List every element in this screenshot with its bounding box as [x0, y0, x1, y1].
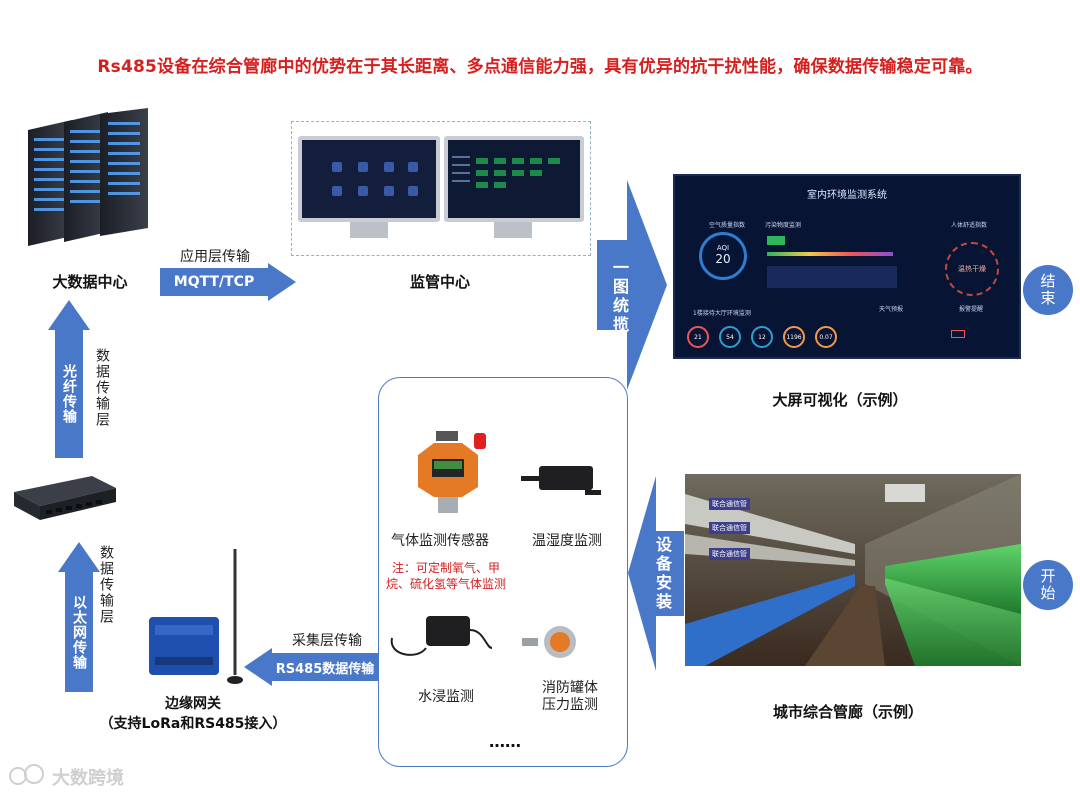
collect-layer-arrow: RS485数据传输: [244, 648, 378, 686]
dashboard-gauge-value: 54: [726, 333, 734, 341]
data-center-label: 大数据中心: [52, 273, 128, 291]
dashboard-gauge-1: 54: [719, 326, 741, 348]
fiber-arrow-label: 光纤传输: [61, 364, 77, 424]
dashboard-gauge-value: 12: [758, 333, 766, 341]
dashboard-alarm-button: [951, 330, 965, 338]
water-leak-image: [388, 608, 498, 663]
dashboard-aqi-ring: AQI 20: [699, 232, 747, 280]
app-layer-arrow-label: MQTT/TCP: [160, 268, 268, 296]
utility-tunnel-label: 城市综合管廊（示例）: [772, 703, 923, 721]
dashboard-gauge-value: 0.07: [819, 333, 833, 341]
dashboard-panel-alarm: 报警提醒: [959, 306, 984, 313]
network-switch-image: [10, 470, 120, 525]
dashboard-screen: 室内环境监测系统 空气质量指数 污染物度监测 人体舒适指数 AQI 20 温热干…: [673, 174, 1021, 359]
dashboard-gauge-value: 21: [694, 333, 702, 341]
watermark-text: 大数跨境: [52, 768, 124, 789]
edge-gateway-image: [145, 545, 245, 690]
gas-sensor-label: 气体监测传感器: [391, 533, 489, 549]
dashboard-aqi-label: AQI: [716, 244, 730, 252]
monitor-left-stand: [350, 222, 388, 238]
water-leak-label: 水浸监测: [418, 689, 474, 705]
dashboard-gauge-0: 21: [687, 326, 709, 348]
dashboard-panel-pollution: 污染物度监测: [765, 222, 802, 229]
end-circle-label: 结束: [1040, 272, 1056, 307]
transport-layer-label-lower: 数据传输层: [98, 545, 114, 625]
overview-arrow: [597, 180, 667, 390]
app-layer-label: 应用层传输: [180, 249, 250, 265]
ethernet-arrow-label: 以太网传输: [71, 594, 87, 670]
more-ellipsis: ……: [489, 732, 521, 751]
install-arrow-label: 设备安装: [653, 536, 672, 612]
fire-tank-label-line1: 消防罐体: [542, 680, 598, 696]
monitor-group-box: [291, 121, 591, 256]
end-circle: 结束: [1023, 265, 1073, 315]
fire-tank-image: [518, 618, 598, 668]
edge-gateway-label-line1: 边缘网关: [165, 696, 221, 712]
dashboard-aqi-value: 20: [715, 252, 731, 266]
watermark-logo-icon: [8, 762, 52, 788]
temp-humidity-image: [515, 460, 605, 500]
tunnel-photo: 联合通信管 联合通信管 联合通信管: [685, 474, 1021, 666]
dashboard-gauge-3: 1196: [783, 326, 805, 348]
collect-layer-arrow-label: RS485数据传输: [272, 653, 378, 681]
transport-layer-label-upper: 数据传输层: [94, 348, 110, 428]
monitor-center-label: 监管中心: [409, 273, 470, 291]
dashboard-panel-weather: 天气预报: [879, 306, 904, 313]
big-screen-label: 大屏可视化（示例）: [772, 391, 908, 409]
tunnel-sign-1: 联合通信管: [709, 522, 750, 534]
monitor-right-stand: [494, 222, 532, 238]
dashboard-green-badge: [767, 236, 785, 245]
fiber-arrow: 光纤传输: [48, 300, 90, 458]
edge-gateway-label-line2: （支持LoRa和RS485接入）: [99, 716, 287, 732]
dashboard-gauge-value: 1196: [786, 333, 802, 341]
dashboard-panel-comfort: 人体舒适指数: [951, 222, 988, 229]
gas-sensor-note: 注：可定制氧气、甲烷、硫化氢等气体监测: [385, 561, 506, 591]
install-arrow: [628, 476, 684, 671]
start-circle: 开始: [1023, 560, 1073, 610]
tunnel-sign-0: 联合通信管: [709, 498, 750, 510]
dashboard-bars: [767, 252, 893, 256]
app-layer-arrow: MQTT/TCP: [160, 263, 296, 301]
dashboard-comfort-label: 温热干燥: [958, 265, 986, 273]
server-racks-image: [20, 108, 160, 253]
dashboard-panel-air: 空气质量指数: [709, 222, 746, 229]
monitor-right: [444, 136, 584, 222]
sensor-panel: [378, 377, 628, 767]
dashboard-comfort-ring: 温热干燥: [945, 242, 999, 296]
tunnel-sign-2: 联合通信管: [709, 548, 750, 560]
temp-humidity-label: 温湿度监测: [532, 533, 602, 549]
headline: Rs485设备在综合管廊中的优势在于其长距离、多点通信能力强，具有优异的抗干扰性…: [97, 57, 983, 77]
dashboard-gauge-4: 0.07: [815, 326, 837, 348]
gas-detector-image: [408, 425, 498, 515]
monitor-left: [298, 136, 440, 222]
dashboard-gauge-2: 12: [751, 326, 773, 348]
fire-tank-label-line2: 压力监测: [542, 697, 598, 713]
dashboard-title: 室内环境监测系统: [807, 190, 887, 201]
collect-layer-label: 采集层传输: [292, 633, 362, 649]
ethernet-arrow: 以太网传输: [58, 542, 100, 692]
overview-arrow-label: 一图统揽: [610, 259, 629, 335]
dashboard-panel-env: 1楼接待大厅环境监测: [693, 310, 751, 317]
dashboard-info-box: [767, 266, 897, 288]
start-circle-label: 开始: [1040, 567, 1056, 602]
